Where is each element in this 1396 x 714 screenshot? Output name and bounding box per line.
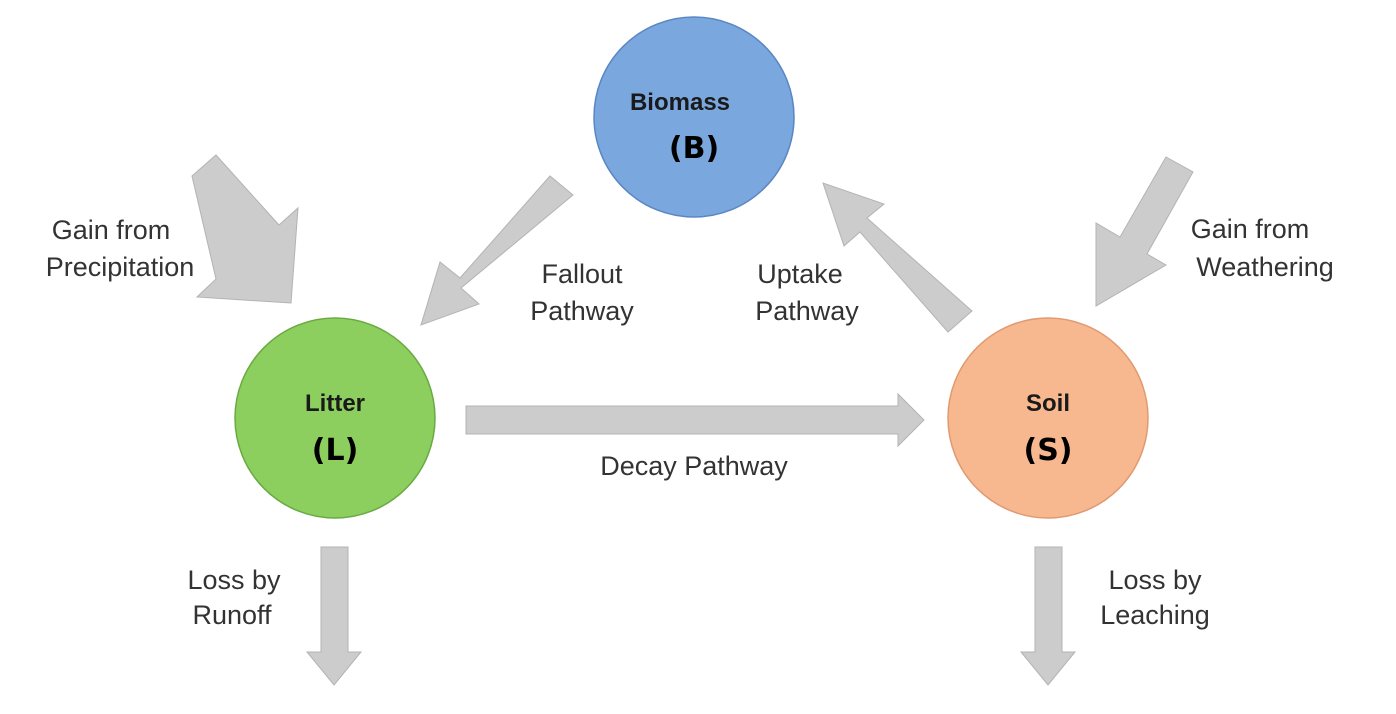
weathering-arrow (1095, 156, 1194, 307)
soil-circle (947, 317, 1149, 519)
decay-label: Decay Pathway (600, 451, 788, 481)
node-soil: Soil (S) (947, 317, 1149, 519)
litter-symbol: L (325, 433, 344, 468)
biomass-symbol-label: (B) (669, 131, 719, 166)
leaching-label-line1: Loss by (1108, 565, 1202, 595)
uptake-label-line2: Pathway (755, 296, 859, 326)
biomass-name: Biomass (630, 89, 730, 116)
biomass-circle (593, 16, 795, 218)
fallout-label-line1: Fallout (541, 259, 623, 289)
weathering-label-line1: Gain from (1191, 214, 1310, 244)
uptake-label-line1: Uptake (757, 259, 843, 289)
uptake-arrow (822, 182, 973, 333)
weathering-label-line2: Weathering (1196, 252, 1334, 282)
fallout-arrow (420, 175, 574, 326)
flow-labels: Gain from Precipitation Fallout Pathway … (46, 214, 1334, 630)
fallout-label-line2: Pathway (530, 296, 634, 326)
soil-symbol: S (1037, 433, 1059, 468)
decay-arrow (465, 392, 925, 448)
soil-name: Soil (1026, 390, 1070, 417)
leaching-arrow (1019, 546, 1077, 686)
leaching-label-line2: Leaching (1100, 600, 1210, 630)
litter-circle (234, 317, 436, 519)
runoff-label-line1: Loss by (187, 565, 281, 595)
biomass-symbol: B (683, 131, 706, 166)
soil-symbol-label: (S) (1023, 433, 1072, 468)
arrows (191, 154, 1194, 686)
runoff-label-line2: Runoff (192, 600, 272, 630)
runoff-arrow (305, 546, 363, 686)
precipitation-label-line1: Gain from (52, 215, 171, 245)
litter-name: Litter (305, 390, 365, 417)
litter-symbol-label: (L) (312, 433, 359, 468)
precipitation-label-line2: Precipitation (46, 252, 195, 282)
node-biomass: Biomass (B) (593, 16, 795, 218)
precipitation-arrow (191, 154, 299, 304)
node-litter: Litter (L) (234, 317, 436, 519)
